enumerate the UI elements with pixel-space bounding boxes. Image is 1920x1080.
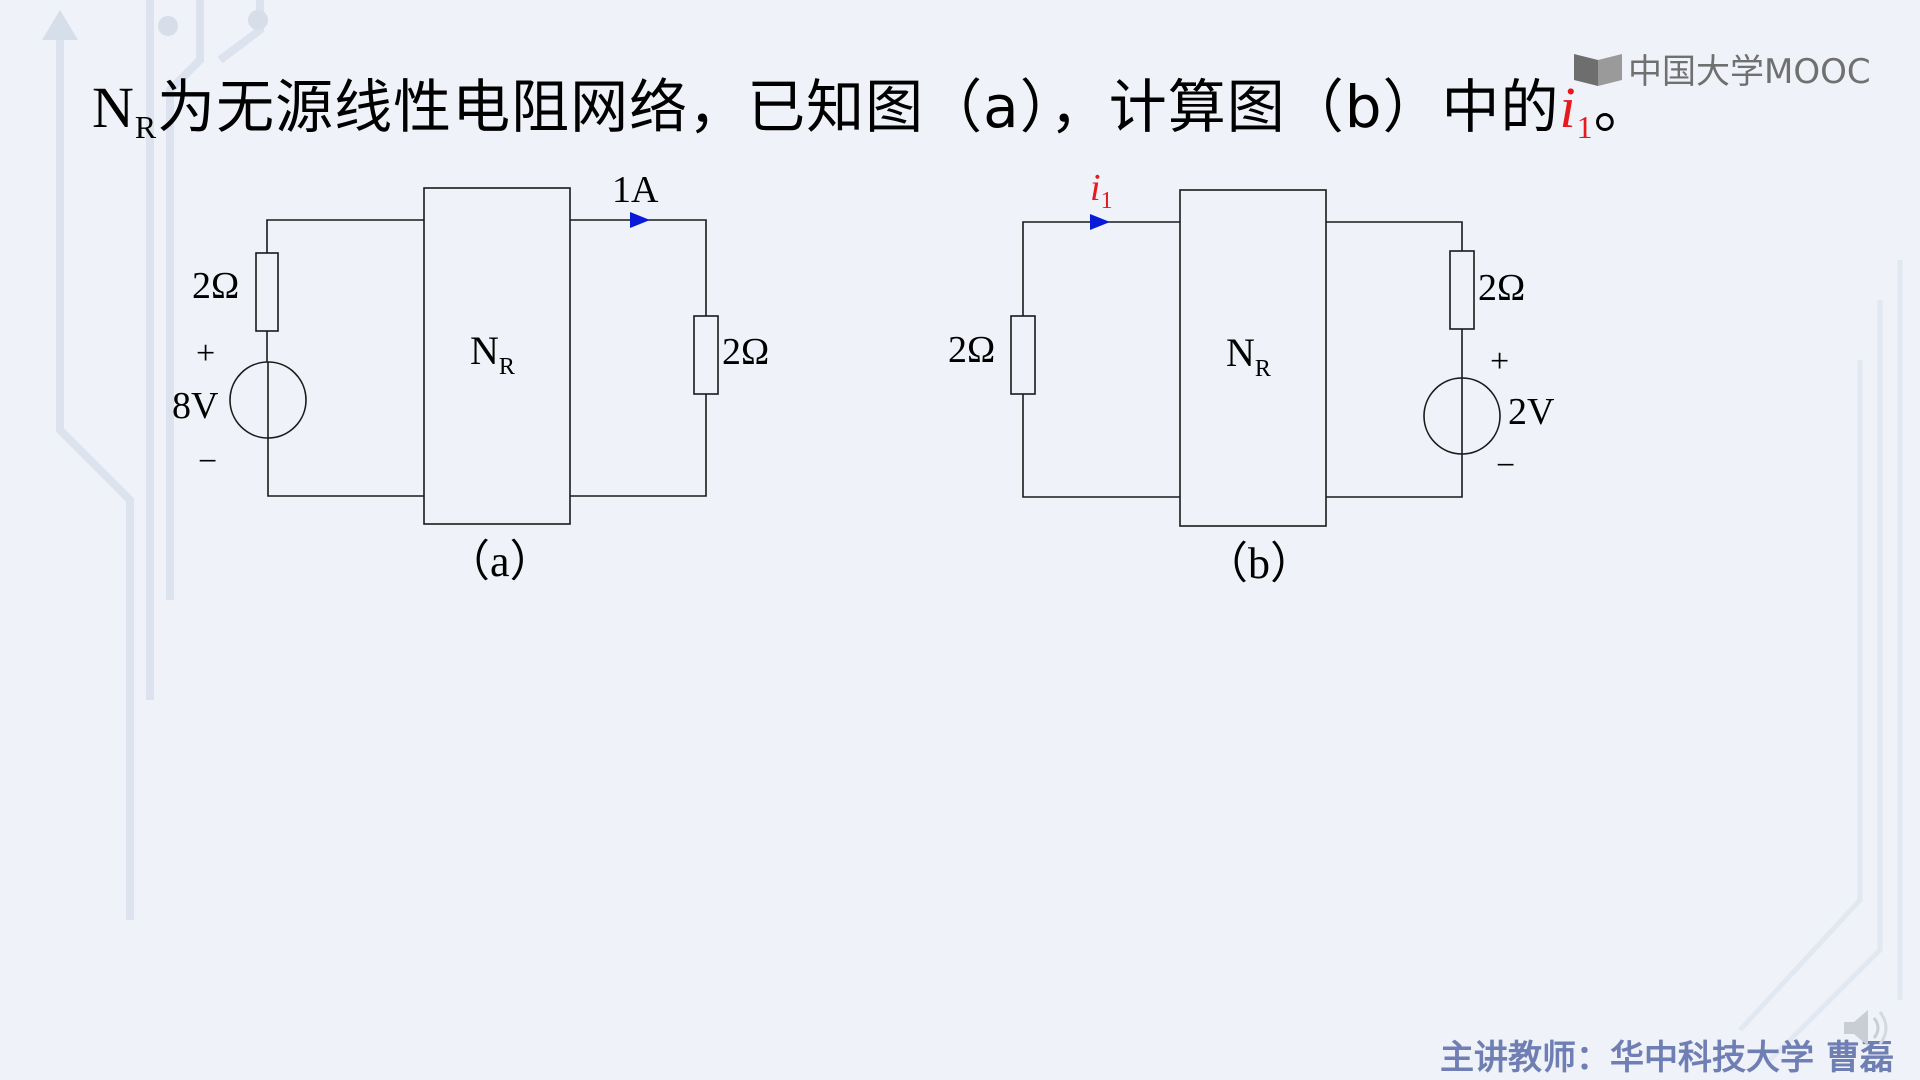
wire-a-top-left	[266, 219, 424, 253]
network-b-label: NR	[1226, 330, 1271, 382]
wire-a-bottom-left	[267, 438, 424, 497]
network-b-box	[1179, 189, 1327, 527]
network-a-label: NR	[470, 328, 515, 380]
current-arrow-b	[1090, 214, 1110, 230]
source-a-minus: −	[198, 443, 217, 480]
current-a-label: 1A	[612, 169, 659, 211]
source-b-plus: +	[1490, 343, 1509, 380]
current-b-label: i1	[1090, 167, 1113, 214]
source-a-value: 8V	[172, 385, 219, 427]
resistor-b-left-label: 2Ω	[948, 329, 995, 371]
wire-b-bottom-right	[1326, 454, 1463, 498]
mooc-logo-text: 中国大学MOOC	[1628, 52, 1871, 92]
network-a-box	[423, 187, 571, 525]
resistor-a-left	[255, 252, 279, 332]
source-b-value: 2V	[1508, 391, 1555, 433]
resistor-b-right	[1449, 250, 1475, 330]
wire-a-bottom-right	[570, 394, 707, 497]
circuit-a: 2Ω + 8V − NR 1A 2Ω （a）	[172, 169, 769, 586]
resistor-b-left	[1010, 315, 1036, 395]
source-b-minus: −	[1496, 447, 1515, 484]
lecturer-credit: 主讲教师：华中科技大学 曹磊	[1440, 1038, 1894, 1078]
wire-a-top-right	[570, 219, 707, 316]
current-arrow-a	[630, 212, 650, 228]
mooc-logo: 中国大学MOOC	[1572, 44, 1871, 93]
resistor-a-left-label: 2Ω	[192, 265, 239, 307]
resistor-a-right-label: 2Ω	[722, 331, 769, 373]
source-a-plus: +	[196, 335, 215, 372]
resistor-b-right-label: 2Ω	[1478, 267, 1525, 309]
mooc-logo-icon	[1574, 53, 1622, 86]
resistor-a-right	[693, 315, 719, 395]
caption-b: （b）	[1204, 539, 1314, 588]
page-title: NR为无源线性电阻网络，已知图（a），计算图（b）中的i1。	[92, 73, 1653, 146]
caption-a: （a）	[446, 537, 554, 586]
wire-b-top-right	[1326, 221, 1463, 251]
circuit-b: i1 2Ω NR 2Ω + 2V − （b）	[948, 167, 1555, 588]
wire-b-top-left	[1022, 221, 1180, 316]
wire-b-bottom-left	[1022, 394, 1180, 498]
speaker-icon[interactable]	[1840, 1004, 1896, 1052]
